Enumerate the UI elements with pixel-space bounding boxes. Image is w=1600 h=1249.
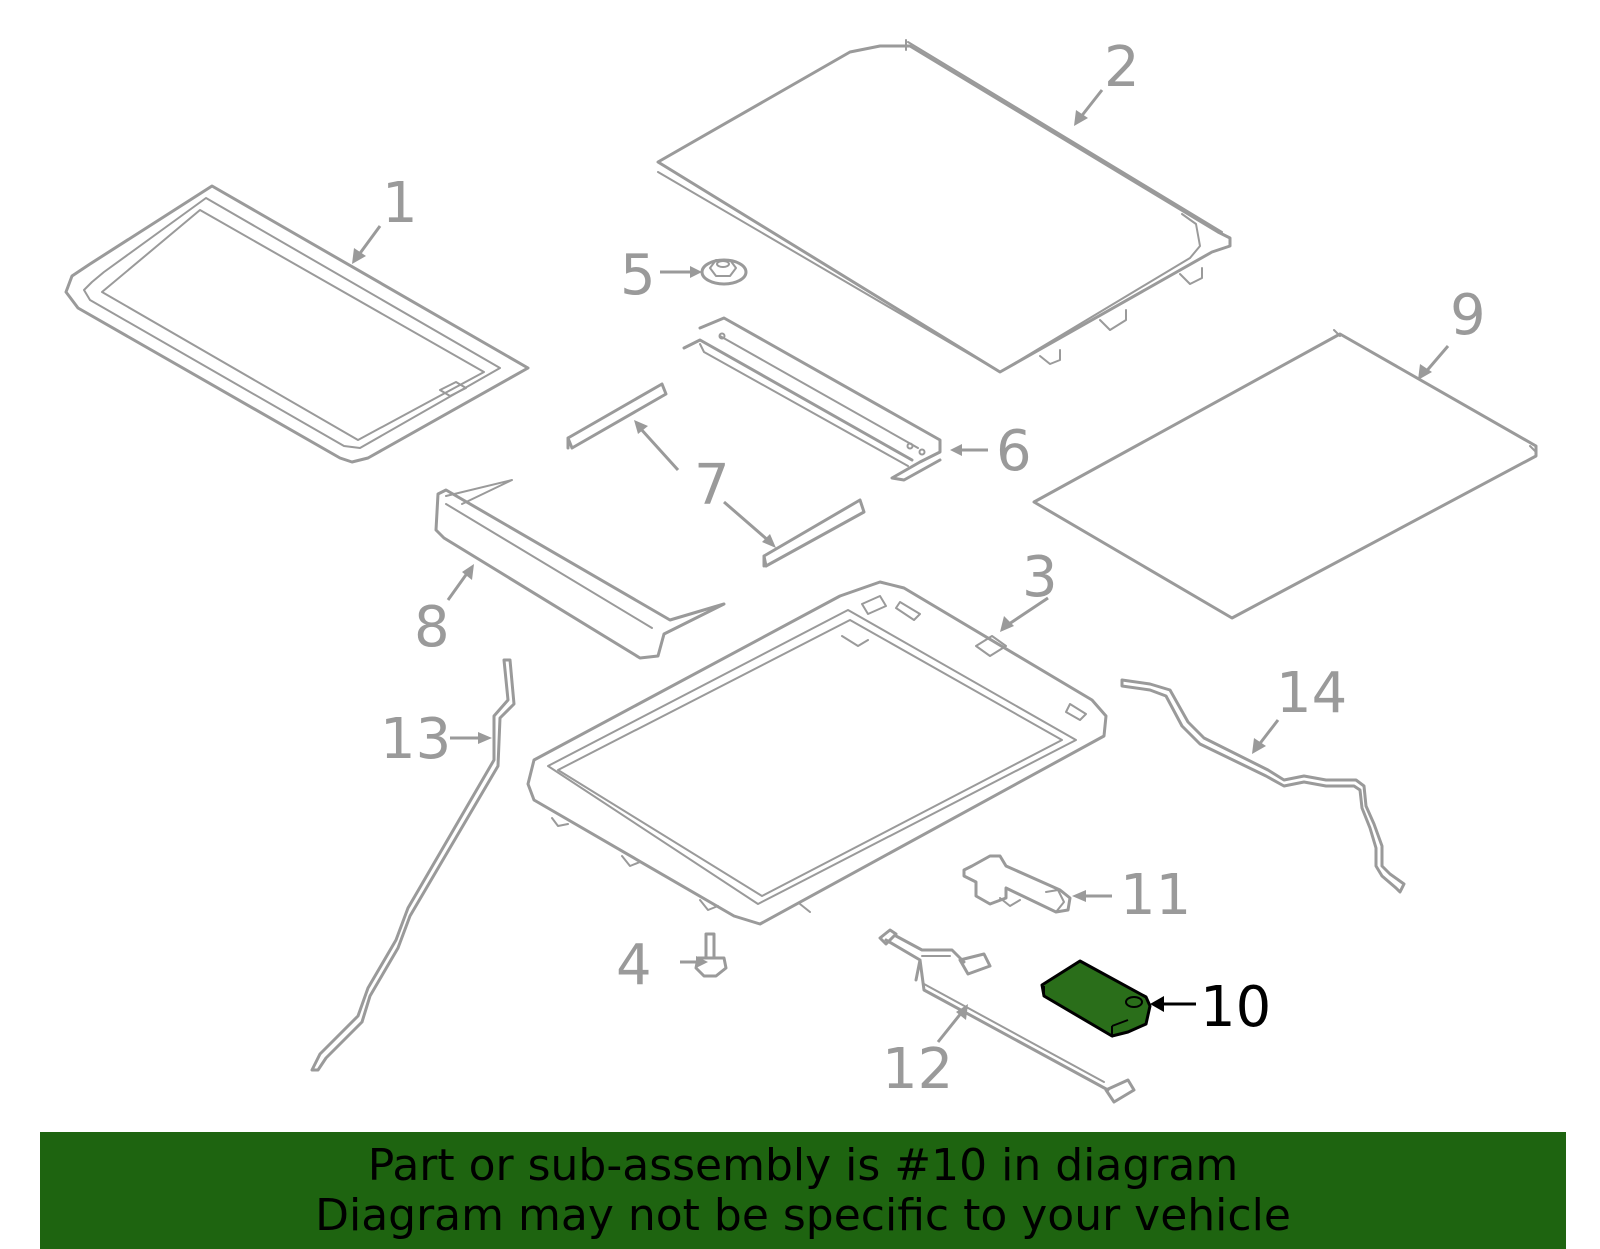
leader-12-arrow-icon bbox=[956, 1004, 968, 1020]
leader-12 bbox=[936, 1011, 964, 1043]
callout-1: 1 bbox=[382, 171, 418, 236]
leader-2 bbox=[1078, 89, 1104, 119]
leader-7-upper bbox=[638, 426, 680, 472]
leader-lines bbox=[352, 89, 1450, 1043]
part-8-wind-deflector bbox=[434, 479, 726, 660]
callout-3: 3 bbox=[1022, 545, 1058, 610]
leader-7-upper-arrow-icon bbox=[634, 420, 648, 434]
part-13-drain-tube bbox=[310, 658, 516, 1072]
leader-10-arrow-icon bbox=[1150, 996, 1164, 1012]
callout-7: 7 bbox=[694, 453, 730, 518]
leader-14 bbox=[1256, 719, 1280, 747]
part-3-frame-assembly bbox=[526, 580, 1108, 926]
leader-2-arrow-icon bbox=[1074, 110, 1088, 126]
part-2-roof-panel bbox=[656, 39, 1232, 374]
leader-6-arrow-icon bbox=[950, 444, 962, 456]
part-5-nut bbox=[700, 258, 748, 286]
part-7-bar-lower bbox=[762, 498, 866, 568]
leader-4-arrow-icon bbox=[696, 956, 708, 968]
info-banner: Part or sub-assembly is #10 in diagram D… bbox=[40, 1132, 1566, 1249]
callout-6: 6 bbox=[996, 419, 1032, 484]
leader-13-arrow-icon bbox=[478, 732, 492, 744]
part-11-motor bbox=[962, 854, 1072, 914]
part-6-front-rail bbox=[682, 316, 942, 482]
part-12-wiring-harness bbox=[878, 928, 1136, 1104]
part-7-bar-upper bbox=[566, 382, 668, 450]
callout-11: 11 bbox=[1120, 863, 1191, 928]
leader-7-lower bbox=[723, 500, 771, 544]
banner-line-1: Part or sub-assembly is #10 in diagram bbox=[367, 1139, 1239, 1191]
leader-9-arrow-icon bbox=[1418, 364, 1432, 380]
leader-1 bbox=[356, 225, 382, 257]
part-9-sunshade bbox=[1032, 329, 1538, 620]
leader-11-arrow-icon bbox=[1072, 890, 1086, 902]
leader-14-arrow-icon bbox=[1252, 738, 1266, 754]
callout-13: 13 bbox=[380, 707, 451, 772]
callout-10: 10 bbox=[1200, 975, 1271, 1040]
part-10-control-module bbox=[1040, 959, 1152, 1038]
leader-5-arrow-icon bbox=[690, 266, 702, 278]
callout-2: 2 bbox=[1104, 35, 1140, 100]
callout-14: 14 bbox=[1276, 661, 1347, 726]
part-1-glass-frame bbox=[64, 184, 530, 464]
part-14-drain-tube bbox=[1120, 678, 1406, 894]
leader-3-arrow-icon bbox=[1000, 616, 1014, 632]
part-4-bolt bbox=[694, 932, 728, 978]
callout-4: 4 bbox=[616, 933, 652, 998]
leader-1-arrow-icon bbox=[352, 248, 366, 264]
callout-8: 8 bbox=[414, 595, 450, 660]
banner-line-2: Diagram may not be specific to your vehi… bbox=[315, 1189, 1291, 1241]
callout-12: 12 bbox=[882, 1037, 953, 1102]
leader-3 bbox=[1005, 596, 1049, 628]
callout-numbers: 1 2 3 4 5 6 7 8 9 10 11 12 13 14 bbox=[380, 35, 1486, 1102]
leader-8 bbox=[446, 571, 470, 601]
leader-7-lower-arrow-icon bbox=[762, 534, 776, 548]
leader-8-arrow-icon bbox=[462, 564, 474, 580]
callout-5: 5 bbox=[620, 243, 656, 308]
callout-9: 9 bbox=[1450, 283, 1486, 348]
